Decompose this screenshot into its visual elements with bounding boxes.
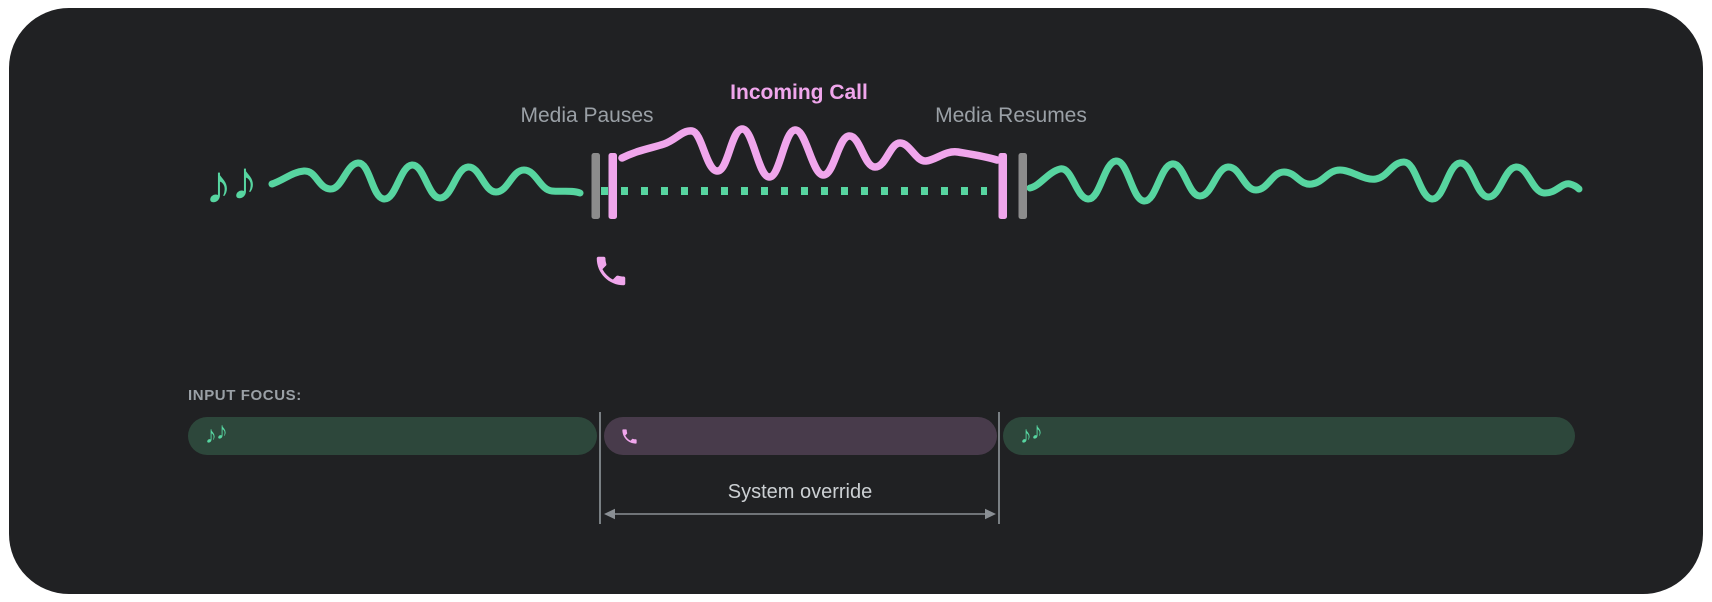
music-notes-icon: ♪♪ — [1020, 424, 1042, 448]
focus-bar-call — [604, 417, 997, 455]
focus-bar-media-2: ♪♪ — [1003, 417, 1575, 455]
phone-icon — [620, 427, 639, 446]
music-notes-icon: ♪♪ — [205, 424, 227, 448]
media-resumes-label: Media Resumes — [935, 105, 1087, 127]
override-boundary-right — [998, 412, 1000, 524]
system-override-arrow — [602, 506, 998, 522]
system-override-label: System override — [604, 481, 996, 504]
phone-icon — [592, 252, 630, 290]
override-boundary-left — [599, 412, 601, 524]
incoming-call-label: Incoming Call — [730, 82, 868, 104]
input-focus-heading: INPUT FOCUS: — [188, 387, 302, 404]
focus-bar-media-1: ♪♪ — [188, 417, 597, 455]
media-pauses-label: Media Pauses — [520, 105, 653, 127]
music-notes-icon: ♪♪ — [205, 158, 257, 212]
